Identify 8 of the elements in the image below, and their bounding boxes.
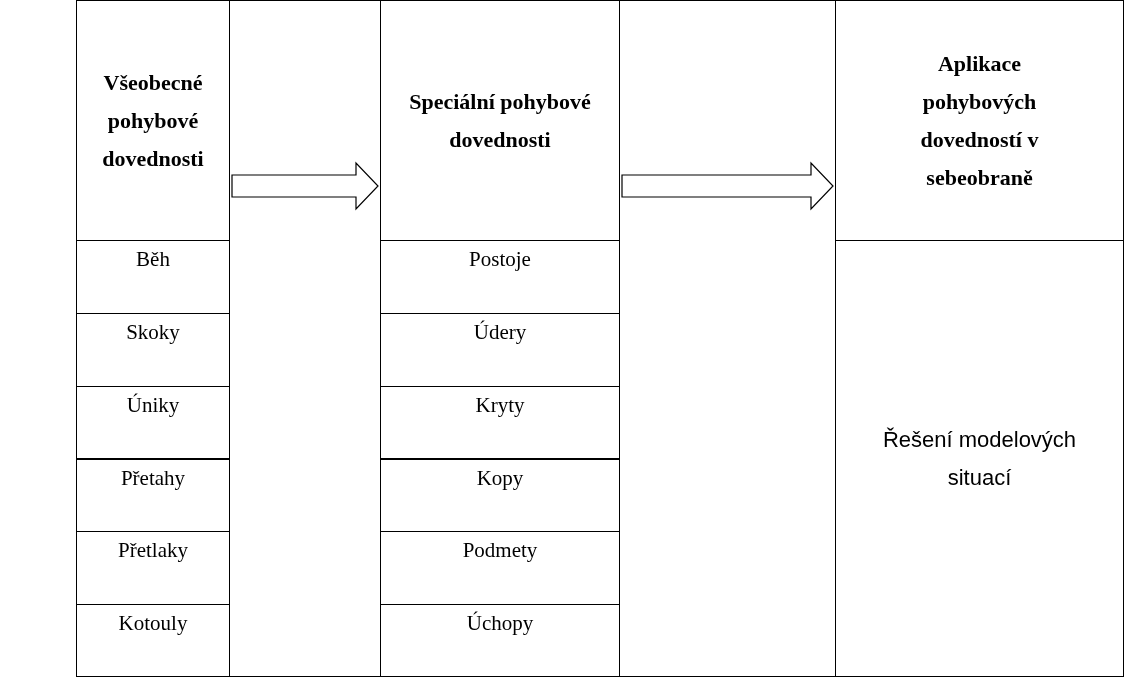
column-header: Všeobecné pohybové dovednosti — [76, 0, 230, 241]
table-cell: Kotouly — [76, 604, 230, 677]
table-cell: Úniky — [76, 385, 230, 460]
column-header: Aplikace pohybových dovedností v sebeobraně — [835, 0, 1124, 241]
table-cell: Řešení modelových situací — [835, 240, 1124, 677]
block-arrow — [231, 161, 379, 211]
table-cell: Přetahy — [76, 458, 230, 533]
block-arrow — [621, 161, 834, 211]
